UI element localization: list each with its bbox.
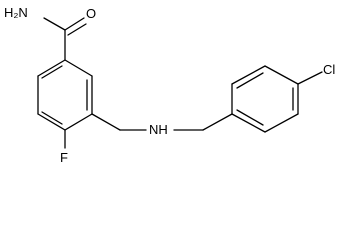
ring-double-bond (41, 111, 63, 125)
fluorobenzamide-ring (37, 59, 93, 131)
chlorine-substituent: Cl (297, 62, 335, 85)
fluorine-substituent: F (60, 129, 68, 165)
carbon-nitrogen-bond (43, 17, 66, 31)
ch2-to-ring-bond (202, 113, 233, 131)
ring-bond (264, 65, 299, 85)
ring-bond (231, 113, 266, 133)
ring-double-bond (236, 72, 264, 89)
amine-nh-label: NH (149, 122, 168, 137)
chemical-structure: H₂N O F NH Cl (4, 5, 335, 165)
aminomethyl-linker: NH (91, 113, 233, 137)
ring-bond (37, 113, 66, 131)
amide-nh2-label: H₂N (4, 5, 28, 20)
carbonyl-double-bond (67, 23, 87, 36)
ring-to-ch2-bond (91, 113, 121, 131)
chlorine-label: Cl (323, 62, 335, 77)
ring-bond (64, 59, 93, 77)
ring-bond (37, 59, 66, 77)
amide-group: H₂N O (4, 5, 96, 61)
ring-bond (231, 65, 266, 85)
ring-bond (264, 113, 299, 133)
carbon-chlorine-bond (297, 71, 323, 85)
ring-double-bond (236, 109, 264, 126)
ring-double-bond (41, 65, 63, 79)
chlorophenyl-ring (231, 65, 299, 133)
fluorine-label: F (60, 150, 68, 165)
ring-bond (64, 113, 93, 131)
carbonyl-oxygen-label: O (86, 6, 96, 21)
carbonyl-double-bond (64, 17, 85, 31)
